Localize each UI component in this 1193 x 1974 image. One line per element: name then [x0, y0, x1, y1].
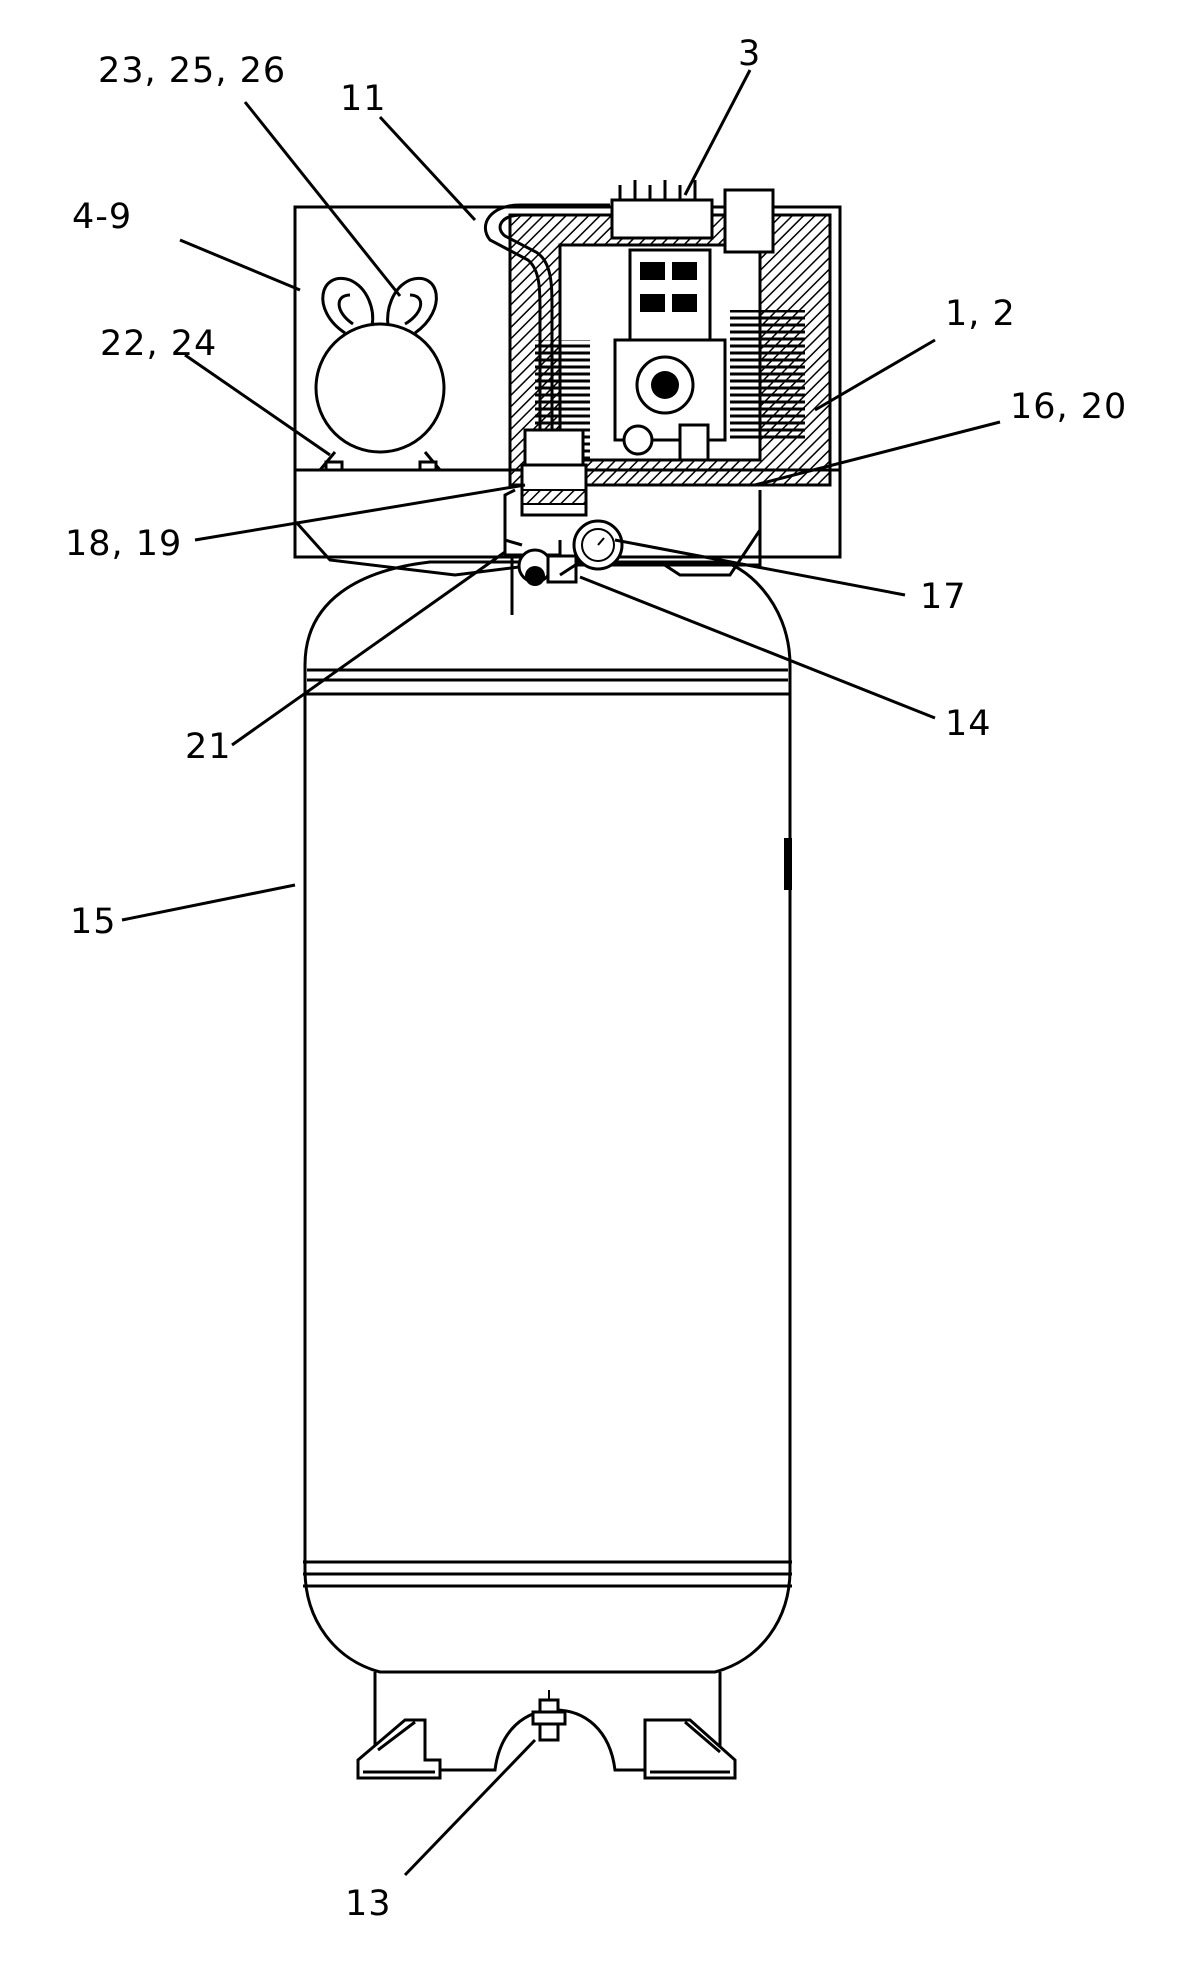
callout-14: 14 — [945, 704, 992, 744]
electric-motor — [314, 276, 446, 472]
drain-valve — [531, 1690, 567, 1742]
leader-lines — [121, 69, 1001, 1877]
callout-labels: 23, 25, 26 11 3 4-9 1, 2 22, 24 16, 20 1… — [65, 34, 1127, 1924]
valve-gauge-assembly — [503, 519, 624, 615]
pressure-switch — [503, 428, 588, 547]
callout-1-2: 1, 2 — [945, 294, 1016, 334]
compressor-pump — [610, 180, 775, 462]
callout-15: 15 — [70, 902, 117, 942]
air-tank — [303, 560, 792, 1674]
callout-11: 11 — [340, 79, 387, 119]
callout-13: 13 — [345, 1884, 392, 1924]
callout-3: 3 — [738, 34, 761, 74]
callout-4-9: 4-9 — [72, 197, 132, 237]
discharge-tube — [483, 203, 610, 430]
callout-16-20: 16, 20 — [1010, 387, 1127, 427]
callout-21: 21 — [185, 727, 232, 767]
callout-23-25-26: 23, 25, 26 — [98, 51, 286, 91]
callout-18-19: 18, 19 — [65, 524, 182, 564]
callout-17: 17 — [920, 577, 967, 617]
callout-22-24: 22, 24 — [100, 324, 217, 364]
